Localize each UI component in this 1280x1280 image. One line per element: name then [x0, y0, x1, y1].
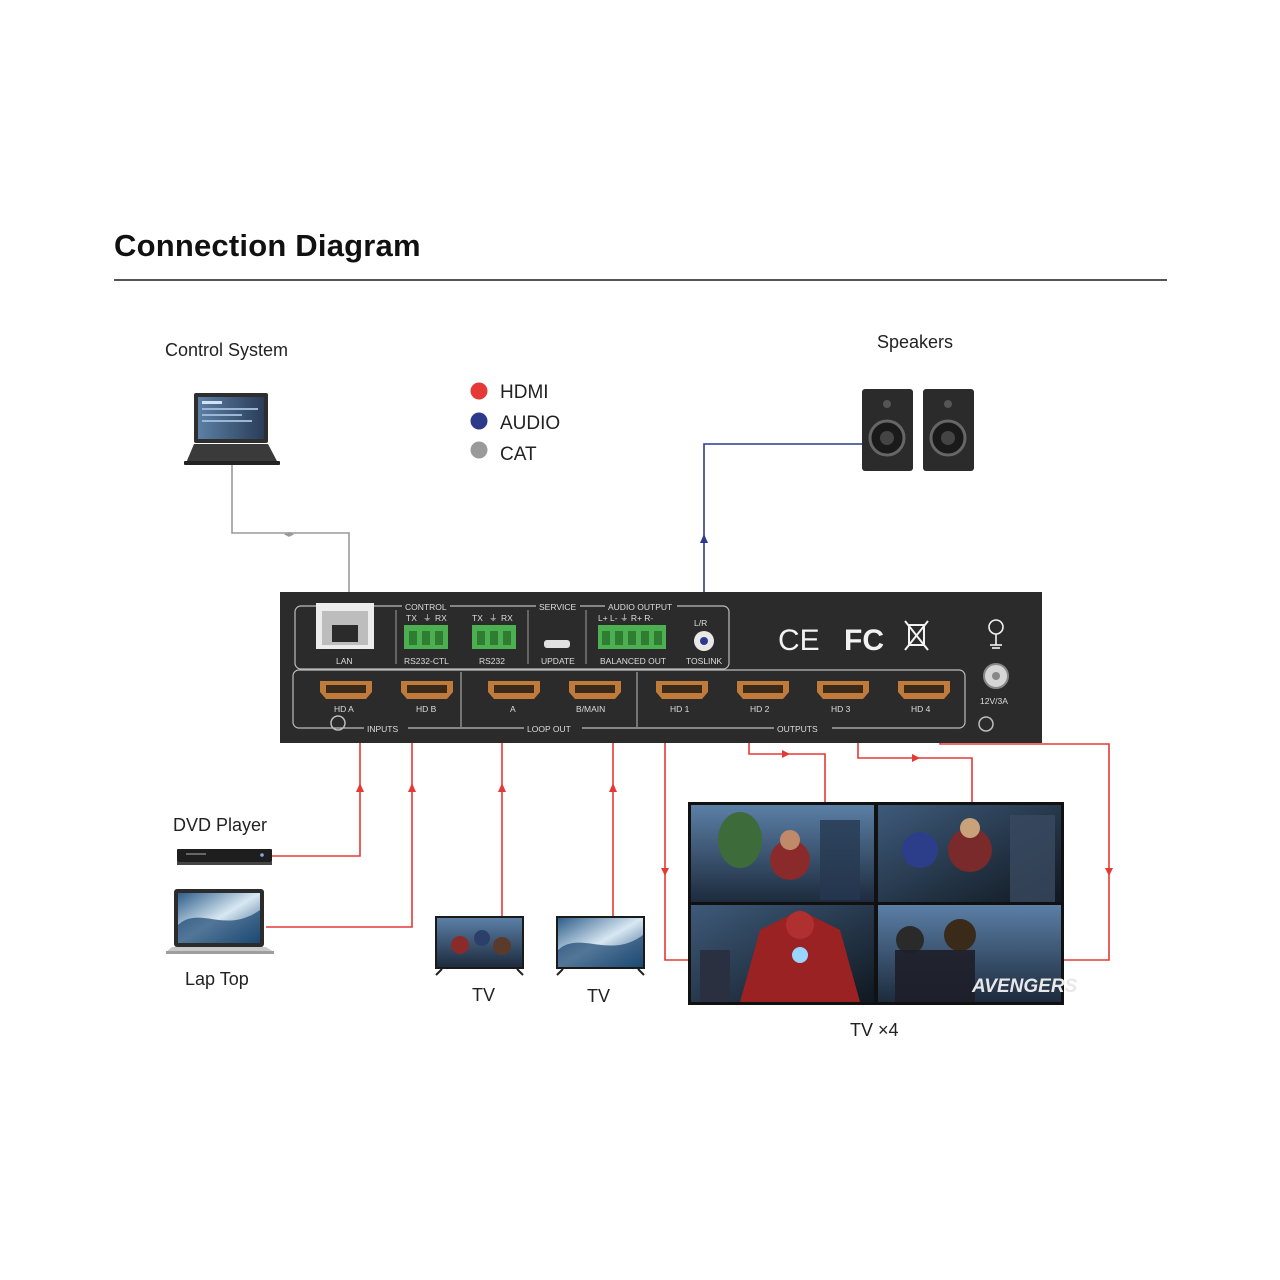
hdmi-arrows: [356, 750, 1113, 876]
laptop-label: Lap Top: [185, 969, 249, 989]
rs232-ctl-terminal: [404, 625, 448, 649]
weee-bin-icon: [904, 620, 929, 651]
hd2-label: HD 2: [750, 704, 770, 714]
video-wall: AVENGERS: [688, 802, 1078, 1005]
page-title: Connection Diagram: [114, 228, 421, 263]
balanced-out-label: BALANCED OUT: [600, 656, 666, 666]
update-usb-port: [544, 640, 570, 648]
legend-label: AUDIO: [500, 413, 560, 434]
tv-wall-label: TV ×4: [850, 1020, 899, 1040]
speakers-label: Speakers: [877, 332, 953, 352]
lan-port-label: LAN: [336, 656, 353, 666]
pin-label: ⏚: [489, 613, 498, 623]
cat-arrow-icon: ◂▸: [284, 529, 294, 540]
rs232-label: RS232: [479, 656, 505, 666]
hdmi-port-a: [320, 681, 372, 699]
cat-legend-dot-icon: [470, 441, 488, 459]
hd-b-label: HD B: [416, 704, 437, 714]
legend-item-hdmi: HDMI: [470, 382, 549, 403]
hd1-label: HD 1: [670, 704, 690, 714]
video-wall-screen-1: [691, 805, 874, 902]
tv-b-label: TV: [587, 986, 610, 1006]
ce-mark-icon: CE: [778, 624, 820, 657]
hdmi-output-1: [656, 681, 708, 699]
loop-out-section-label: LOOP OUT: [527, 724, 571, 734]
video-wall-screen-2: [878, 805, 1061, 902]
pin-label: TX: [406, 613, 417, 623]
pin-label: RX: [501, 613, 513, 623]
fc-mark-icon: FC: [844, 624, 884, 657]
service-section-label: SERVICE: [539, 602, 576, 612]
tv-a-label: TV: [472, 985, 495, 1005]
title-divider: [114, 279, 1167, 281]
hdmi-output-3: [817, 681, 869, 699]
hdmi-output-4: [898, 681, 950, 699]
avengers-logo: AVENGERS: [971, 976, 1078, 997]
audio-arrow-icon: [700, 534, 708, 543]
hdmi-legend-dot-icon: [470, 382, 488, 400]
hd-a-label: HD A: [334, 704, 354, 714]
audio-pins-label: L+ L- ⏚ R+ R-: [598, 613, 653, 623]
balanced-audio-terminal: [598, 625, 666, 649]
lan-port: [316, 603, 374, 649]
hdmi-port-b: [401, 681, 453, 699]
ground-screw-icon: [988, 619, 1004, 649]
laptop-icon: [166, 889, 274, 954]
dvd-player-label: DVD Player: [173, 815, 267, 835]
hd4-label: HD 4: [911, 704, 931, 714]
pin-label: RX: [435, 613, 447, 623]
pin-label: TX: [472, 613, 483, 623]
lr-label: L/R: [694, 618, 707, 628]
legend-label: CAT: [500, 444, 537, 465]
legend-item-cat: CAT: [470, 441, 537, 465]
inputs-section-label: INPUTS: [367, 724, 399, 734]
speakers-icon: [862, 389, 974, 471]
cat-cable: [231, 464, 350, 640]
screw-icon: [330, 715, 346, 731]
legend: HDMI AUDIO CAT: [470, 382, 560, 465]
tv-b-icon: [556, 916, 645, 976]
audio-output-section-label: AUDIO OUTPUT: [608, 602, 672, 612]
control-system-label: Control System: [165, 340, 288, 360]
screw-icon: [978, 716, 994, 732]
legend-item-audio: AUDIO: [470, 412, 560, 434]
legend-label: HDMI: [500, 382, 549, 403]
control-system-laptop-icon: [184, 393, 280, 465]
tv-a-icon: [435, 916, 524, 976]
audio-cable: [703, 443, 862, 628]
dvd-player-icon: [177, 849, 272, 865]
hdmi-loop-port-a: [488, 681, 540, 699]
loop-a-label: A: [510, 704, 516, 714]
hdmi-loop-port-b: [569, 681, 621, 699]
power-label: 12V/3A: [980, 696, 1008, 706]
hdmi-output-2: [737, 681, 789, 699]
video-wall-screen-4: AVENGERS: [878, 905, 1078, 1002]
video-wall-screen-3: [691, 905, 874, 1002]
matrix-switcher-panel: CONTROL SERVICE AUDIO OUTPUT INPUTS LOOP…: [280, 592, 1042, 743]
rs232-ctl-label: RS232-CTL: [404, 656, 449, 666]
control-section-label: CONTROL: [405, 602, 447, 612]
loop-b-label: B/MAIN: [576, 704, 605, 714]
update-label: UPDATE: [541, 656, 575, 666]
outputs-section-label: OUTPUTS: [777, 724, 818, 734]
hd3-label: HD 3: [831, 704, 851, 714]
audio-legend-dot-icon: [470, 412, 488, 430]
rs232-terminal: [472, 625, 516, 649]
pin-label: ⏚: [423, 613, 432, 623]
toslink-label: TOSLINK: [686, 656, 723, 666]
